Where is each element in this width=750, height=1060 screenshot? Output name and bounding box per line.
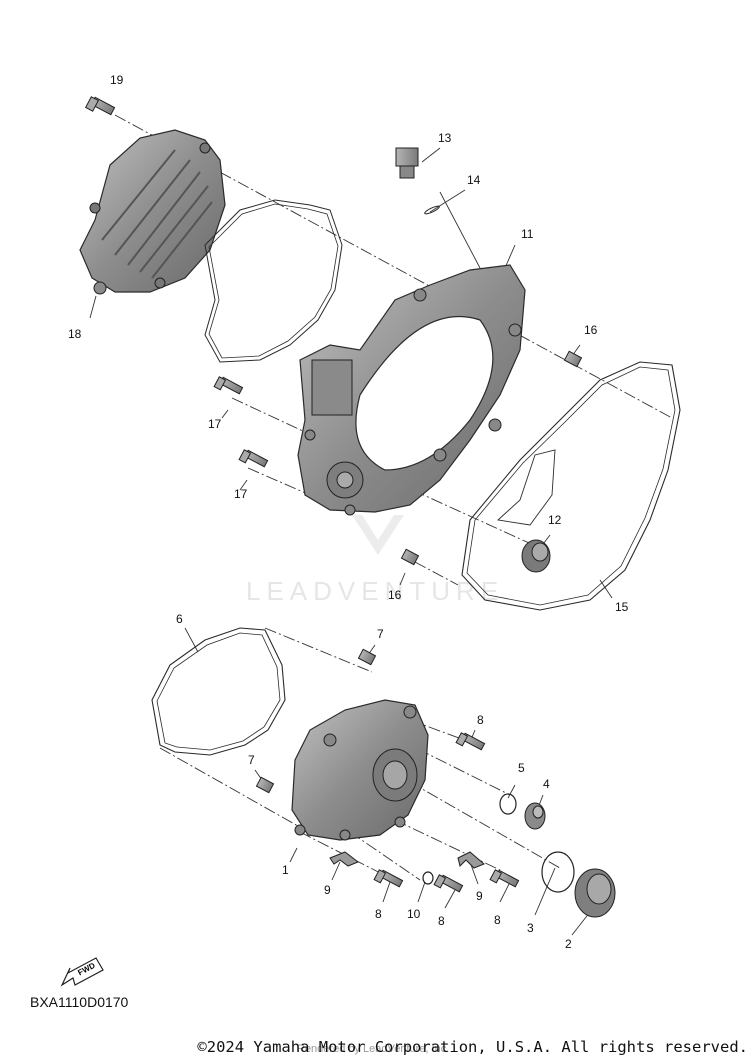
plug-13-part (395, 147, 419, 179)
o-ring-3-part (541, 851, 575, 893)
callout-9b: 9 (476, 889, 483, 903)
copyright-notice: ©2024 Yamaha Motor Corporation, U.S.A. A… (197, 1038, 748, 1056)
callout-8a: 8 (477, 713, 484, 727)
callout-17a: 17 (208, 417, 222, 431)
fwd-arrow-icon: FWD (60, 957, 104, 987)
callout-17b: 17 (234, 487, 248, 501)
bolt-17b-part (238, 449, 269, 468)
callout-15: 15 (615, 600, 629, 614)
callout-18: 18 (68, 327, 82, 341)
callout-labels: 19 13 14 11 18 16 17 17 12 16 15 6 7 8 7… (68, 73, 629, 951)
dowel-16b-part (400, 548, 420, 566)
bolt-8b-part (373, 869, 404, 888)
o-ring-5-part (499, 793, 517, 815)
bolt-19-part (84, 96, 116, 116)
dowel-7b-part (255, 776, 275, 794)
bolt-17a-part (213, 376, 244, 395)
o-ring-14-part (424, 205, 440, 215)
cover-gasket-upper (204, 199, 343, 363)
bolt-8d-part (489, 869, 520, 888)
gasket-15-inner (466, 366, 676, 606)
watermark-text: LEADVENTURE (246, 576, 504, 606)
callout-16a: 16 (584, 323, 598, 337)
cap-2-part (574, 868, 616, 918)
bolt-8c-part (433, 874, 464, 893)
gasket-6-inner (156, 632, 281, 751)
callout-14: 14 (467, 173, 481, 187)
gear-12-part (521, 539, 551, 573)
clutch-cover-part (79, 129, 226, 295)
callout-12: 12 (548, 513, 562, 527)
callout-7b: 7 (248, 753, 255, 767)
callout-2: 2 (565, 937, 572, 951)
callout-1: 1 (282, 863, 289, 877)
gasket-15-part (461, 361, 681, 611)
diagram-code: BXA1110D0170 (30, 994, 129, 1010)
clamp-9a-part (329, 851, 360, 867)
callout-10: 10 (407, 907, 421, 921)
gasket-6-part (151, 627, 286, 756)
callout-8d: 8 (494, 913, 501, 927)
clamp-9b-part (457, 851, 485, 869)
cover-gasket-upper-inner (208, 203, 339, 359)
callout-6: 6 (176, 612, 183, 626)
crankcase-cover-part (297, 264, 526, 516)
dowel-7a-part (357, 648, 377, 666)
callout-4: 4 (543, 777, 550, 791)
callout-11: 11 (521, 227, 534, 241)
callout-9a: 9 (324, 883, 331, 897)
callout-7a: 7 (377, 627, 384, 641)
callout-13: 13 (438, 131, 452, 145)
callout-5: 5 (518, 761, 525, 775)
bolt-8a-part (455, 732, 486, 751)
callout-8c: 8 (438, 914, 445, 928)
washer-10-part (422, 871, 434, 885)
callout-16b: 16 (388, 588, 402, 602)
callout-19: 19 (110, 73, 124, 87)
callout-8b: 8 (375, 907, 382, 921)
gasket-15-bridge (497, 449, 556, 526)
dowel-16a-part (563, 350, 583, 368)
plug-4-part (524, 802, 546, 830)
generator-cover-part (291, 699, 429, 841)
rendered-by-credit: Rendered by LeadVenture, Inc. (297, 1043, 450, 1055)
callout-3: 3 (527, 921, 534, 935)
watermark: LEADVENTURE (246, 515, 504, 606)
